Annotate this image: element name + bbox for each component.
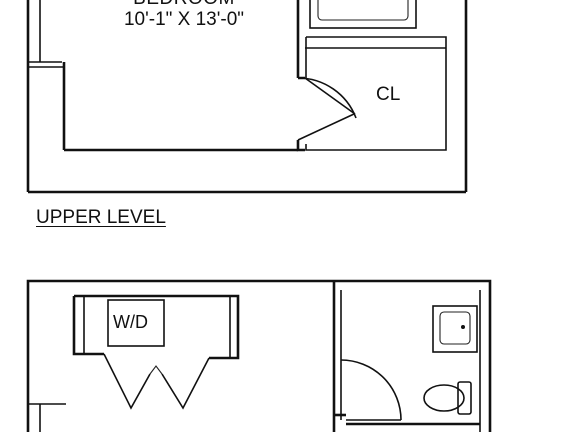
bedroom-window [26, 0, 64, 192]
closet-door [297, 77, 357, 141]
lower-outer-walls [26, 279, 492, 432]
laundry-closet [72, 294, 240, 360]
level-title: UPPER LEVEL [36, 207, 166, 228]
closet-label: CL [376, 84, 401, 105]
closet-left-wall-upper [296, 0, 305, 80]
bifold-door-right [161, 357, 210, 410]
lower-window [28, 403, 66, 432]
washer-dryer-label: W/D [113, 312, 148, 332]
upper-level-plan [26, 0, 468, 194]
sink [432, 305, 478, 353]
washer-dryer-unit [107, 299, 165, 347]
bifold-door-left [103, 353, 151, 410]
lower-level-plan [26, 279, 492, 432]
closet [305, 36, 447, 151]
bedroom-label: BEDROOM [104, 0, 264, 8]
toilet [423, 381, 472, 415]
closet-left-wall-lower [296, 140, 305, 152]
bedroom-dimensions: 10'-1" X 13'-0" [123, 9, 245, 30]
bathroom-door [340, 359, 402, 421]
bifold-door-handles [149, 365, 163, 375]
bathtub [309, 0, 417, 29]
